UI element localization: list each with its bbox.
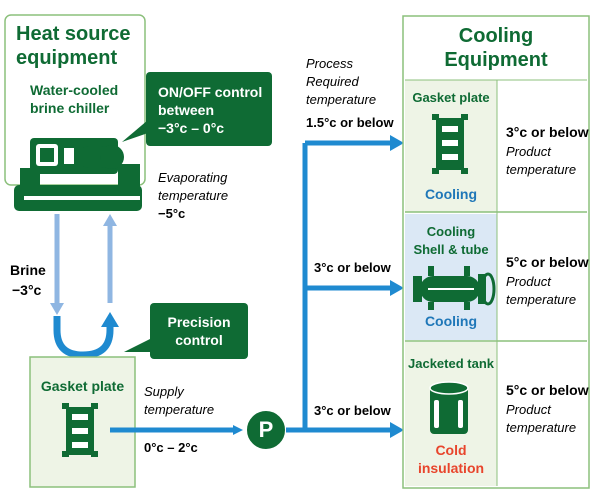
cooling-item-1-temp-line2: Product (506, 144, 551, 159)
supply-line2: temperature (144, 402, 215, 417)
cooling-item-3-temp-line3: temperature (506, 420, 577, 435)
cooling-item-1-temp-line3: temperature (506, 162, 577, 177)
arrow-to-shell (390, 280, 404, 296)
precision-callout-line2: control (175, 332, 223, 348)
chiller-label-line2: brine chiller (30, 100, 110, 116)
distribution-lines (286, 140, 392, 433)
brine-down-arrowhead (50, 303, 64, 315)
onoff-callout-line1: ON/OFF control (158, 84, 263, 100)
evaporating-line2: temperature (158, 188, 229, 203)
cooling-item-2-temp: 5°c or below (506, 254, 589, 270)
gasket-hx-label: Gasket plate (40, 378, 125, 394)
chiller-label-line1: Water-cooled (30, 82, 119, 98)
branch-temp-tank: 3°c or below (314, 403, 391, 418)
brine-label: Brine (10, 262, 46, 278)
cooling-item-3-name: Jacketed tank (408, 356, 494, 371)
cooling-item-3-temp: 5°c or below (506, 382, 589, 398)
process-line3: temperature (306, 92, 377, 107)
cooling-item-1-name: Gasket plate (412, 90, 490, 105)
brine-value: −3°c (12, 282, 42, 298)
evaporating-value: −5°c (158, 206, 186, 221)
cooling-item-2-temp-line3: temperature (506, 292, 577, 307)
supply-value: 0°c – 2°c (144, 440, 198, 455)
onoff-callout-line2: between (158, 102, 215, 118)
cooling-item-3-status: Cold (435, 442, 467, 458)
precision-callout-pointer (124, 338, 152, 352)
arrow-to-tank (390, 422, 404, 438)
evaporating-line1: Evaporating (158, 170, 228, 185)
cooling-item-3-status-line2: insulation (417, 460, 485, 476)
cooling-title-line1: Cooling (458, 25, 534, 47)
plate-heat-exchanger-icon (432, 114, 468, 174)
onoff-callout-box (146, 72, 272, 146)
process-line1: Process (306, 56, 353, 71)
brine-u-pipe (53, 316, 114, 359)
cooling-item-2-name-line2: Shell & tube (413, 242, 489, 257)
onoff-callout-pointer (122, 120, 148, 142)
brine-loop (54, 214, 113, 303)
plate-heat-exchanger-icon (62, 403, 98, 457)
cooling-item-2-temp-line2: Product (506, 274, 551, 289)
process-value: 1.5°c or below (306, 115, 394, 130)
heat-source-title-line1: Heat source (16, 23, 131, 45)
cooling-item-2-status: Cooling (424, 313, 478, 329)
chiller-icon (14, 138, 142, 211)
cooling-item-1-temp: 3°c or below (506, 124, 589, 140)
cooling-item-3-temp-line2: Product (506, 402, 551, 417)
pump-label: P (258, 417, 274, 442)
heat-source-title-line2: equipment (16, 47, 118, 69)
process-line2: Required (306, 74, 359, 89)
cooling-item-2-name-line1: Cooling (426, 224, 476, 239)
brine-return-arrowhead (101, 312, 119, 327)
cooling-item-1-status: Cooling (424, 186, 478, 202)
branch-temp-shell: 3°c or below (314, 260, 391, 275)
cooling-title-line2: Equipment (444, 49, 548, 71)
shell-and-tube-icon (413, 266, 496, 310)
jacketed-tank-icon (429, 381, 469, 434)
precision-callout-line1: Precision (167, 314, 231, 330)
brine-up-arrowhead (103, 214, 117, 226)
arrow-to-gasket (390, 135, 404, 151)
precision-callout-box (150, 303, 248, 359)
onoff-callout-line3: −3°c – 0°c (158, 120, 225, 136)
supply-line1: Supply (144, 384, 184, 399)
